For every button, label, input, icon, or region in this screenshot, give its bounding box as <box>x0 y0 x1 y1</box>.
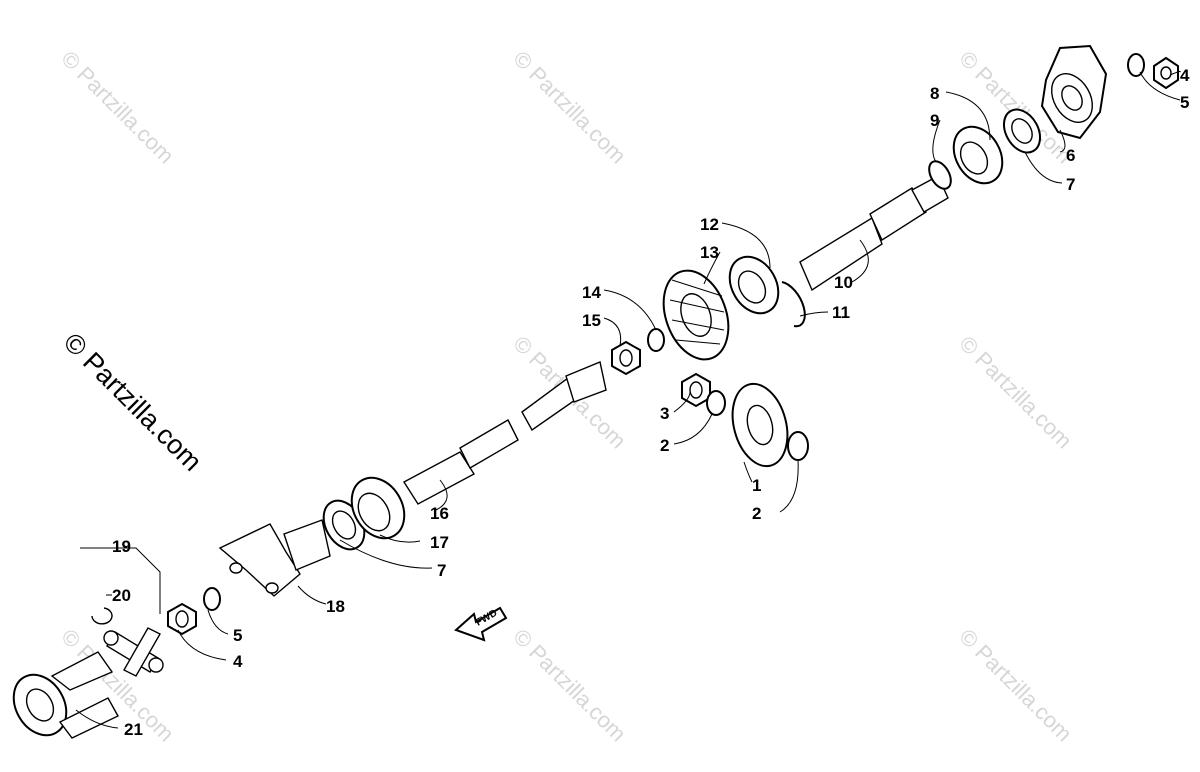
callout-14: 14 <box>582 283 601 302</box>
bearing-part <box>350 476 406 540</box>
callout-21: 21 <box>124 720 143 739</box>
callout-7: 7 <box>437 561 446 580</box>
yoke-part <box>12 651 119 739</box>
callout-3: 3 <box>660 404 669 423</box>
drive-shaft-part <box>403 361 607 505</box>
upper-bearing-part <box>952 125 1004 185</box>
ring-gear-washer-part <box>706 390 726 416</box>
callout-18: 18 <box>326 597 345 616</box>
callout-11: 11 <box>832 303 850 322</box>
callout-2: 2 <box>660 436 669 455</box>
watermark-strong: © Partzilla.com <box>58 327 208 477</box>
callout-7: 7 <box>1066 175 1075 194</box>
flange-part <box>1040 44 1108 140</box>
forward-direction-arrow: FWD <box>454 606 508 642</box>
watermark: © Partzilla.com <box>56 46 179 169</box>
callout-labels: 1 2 2 3 4 4 5 5 6 7 7 8 9 10 11 12 13 14… <box>112 66 1190 739</box>
pinion-bearing-part <box>728 255 780 315</box>
callout-2: 2 <box>752 504 761 523</box>
callout-17: 17 <box>430 533 449 552</box>
callout-15: 15 <box>582 311 601 330</box>
callout-5: 5 <box>1180 93 1189 112</box>
pinion-washer-part <box>647 328 665 352</box>
shaft-yoke-part <box>218 519 331 597</box>
pinion-gear-part <box>662 269 730 361</box>
callout-12: 12 <box>700 215 719 234</box>
callout-9: 9 <box>930 111 939 130</box>
upper-seal-part <box>1002 108 1042 154</box>
top-washer-part <box>1127 53 1145 77</box>
callout-5: 5 <box>233 626 242 645</box>
u-joint-cross-part <box>103 627 164 677</box>
callout-1: 1 <box>752 476 761 495</box>
callout-10: 10 <box>834 273 853 292</box>
callout-8: 8 <box>930 84 939 103</box>
callout-13: 13 <box>700 243 719 262</box>
clip-part <box>91 607 113 625</box>
ring-gear-nut-part <box>681 372 711 408</box>
watermark: © Partzilla.com <box>508 624 631 747</box>
callout-4: 4 <box>1180 66 1190 85</box>
output-shaft-part <box>799 175 949 292</box>
snap-ring-part <box>781 281 806 328</box>
top-nut-part <box>1153 56 1179 90</box>
washer-part <box>203 587 221 611</box>
ring-gear-part <box>731 382 789 468</box>
callout-6: 6 <box>1066 146 1075 165</box>
callout-16: 16 <box>430 504 449 523</box>
leader-lines <box>75 70 1181 729</box>
callout-19: 19 <box>112 537 131 556</box>
watermark: © Partzilla.com <box>508 46 631 169</box>
nut-part <box>167 602 197 636</box>
watermark: © Partzilla.com <box>954 624 1077 747</box>
watermark: © Partzilla.com <box>954 331 1077 454</box>
callout-20: 20 <box>112 586 131 605</box>
callout-4: 4 <box>233 652 243 671</box>
o-ring-part <box>928 160 952 190</box>
ring-gear-washer-part <box>787 431 809 461</box>
pinion-nut-part <box>611 340 641 376</box>
